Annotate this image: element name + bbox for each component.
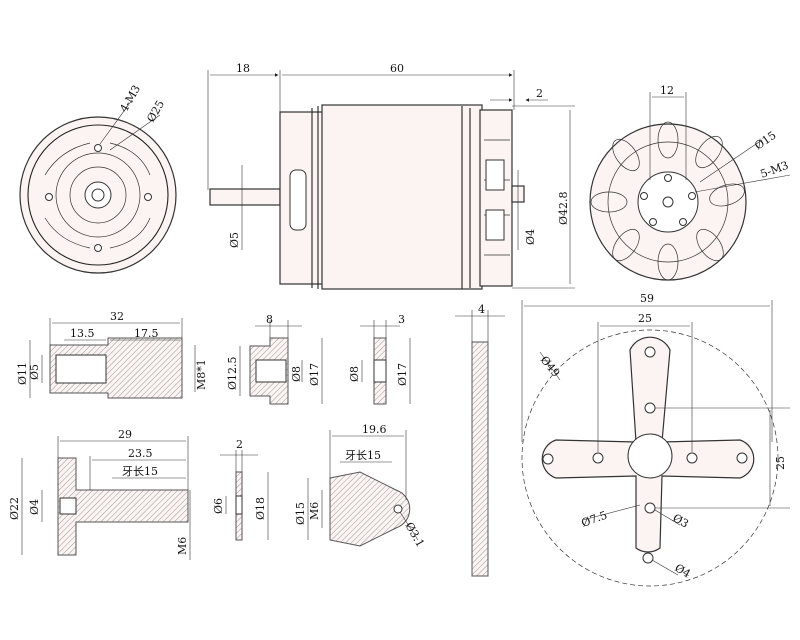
prop-d1-label: Ø15 xyxy=(294,502,307,525)
washer2-d2-label: Ø18 xyxy=(254,497,267,520)
adapter1-total-label: 32 xyxy=(110,310,124,323)
nut-d2-label: Ø17 xyxy=(396,363,409,386)
prop-total-label: 19.6 xyxy=(362,423,387,436)
adapter2-d2-label: Ø4 xyxy=(28,499,41,515)
front-holes-label: 4-M3 xyxy=(117,83,143,115)
washer-d2-label: Ø8 xyxy=(290,366,303,382)
mount-hole-a-label: Ø3 xyxy=(671,511,691,530)
washer: 8 Ø12.5 Ø8 Ø17 xyxy=(226,313,323,405)
adapter2-total-label: 29 xyxy=(118,428,132,441)
front-view: 4-M3 Ø25 xyxy=(19,83,177,274)
rear-circle-label: Ø15 xyxy=(752,129,778,153)
adapter2-thread-label: M6 xyxy=(176,537,189,555)
adapter-1: 32 13.5 17.5 Ø11 Ø5 M8*1 xyxy=(16,310,208,399)
mount-circle-label: Ø49 xyxy=(538,354,563,380)
length-label: 60 xyxy=(390,62,404,75)
shaft-ext-label: 18 xyxy=(236,62,250,75)
washer2-d1-label: Ø6 xyxy=(212,498,225,514)
adapter1-thread-label: M8*1 xyxy=(195,359,208,390)
prop-thread-len-label: 牙长15 xyxy=(345,449,381,462)
prop-hole-label: Ø3.1 xyxy=(402,520,427,549)
mount-total-label: 59 xyxy=(640,292,654,305)
adapter2-thread-len-label: 牙长15 xyxy=(122,465,158,478)
washer-d1-label: Ø12.5 xyxy=(226,356,239,390)
shaft-dia-label: Ø5 xyxy=(228,232,241,248)
adapter1-a-label: 13.5 xyxy=(70,327,95,340)
adapter1-d2-label: Ø5 xyxy=(28,364,41,380)
plate-w-label: 4 xyxy=(478,303,485,316)
flange-label: 2 xyxy=(536,87,543,100)
mount-hole-b-label: Ø4 xyxy=(673,561,693,580)
washer-w-label: 8 xyxy=(266,313,273,326)
front-circle-label: Ø25 xyxy=(144,98,167,124)
washer-2: 2 Ø6 Ø18 xyxy=(212,438,269,541)
mount-center-label: Ø7.5 xyxy=(580,509,609,530)
adapter2-a-label: 23.5 xyxy=(128,447,153,460)
nut-d1-label: Ø8 xyxy=(348,366,361,382)
mount: 59 25 25 Ø49 Ø7.5 Ø3 Ø4 xyxy=(521,292,790,587)
prop-thread-label: M6 xyxy=(308,502,321,520)
adapter1-d1-label: Ø11 xyxy=(16,362,29,385)
nut-w-label: 3 xyxy=(398,313,405,326)
rear-shaft-label: Ø4 xyxy=(524,229,537,245)
prop-adapter: 19.6 牙长15 Ø15 M6 Ø3.1 xyxy=(294,423,427,549)
plate-edge: 4 xyxy=(455,303,505,577)
washer2-w-label: 2 xyxy=(236,438,243,451)
mount-vertical-label: 25 xyxy=(774,456,787,470)
rear-view: 12 Ø15 5-M3 xyxy=(589,84,790,281)
adapter-2: 29 23.5 牙长15 Ø22 Ø4 M6 xyxy=(8,428,191,560)
rear-spacing-label: 12 xyxy=(660,84,674,97)
washer-d3-label: Ø17 xyxy=(308,363,321,386)
adapter1-b-label: 17.5 xyxy=(134,327,159,340)
body-dia-label: Ø42.8 xyxy=(557,191,570,225)
mount-inner-label: 25 xyxy=(638,312,652,325)
nut: 3 Ø8 Ø17 xyxy=(348,313,411,405)
adapter2-d1-label: Ø22 xyxy=(8,497,21,520)
side-view: 18 60 2 Ø42.8 Ø5 Ø4 xyxy=(207,62,575,290)
